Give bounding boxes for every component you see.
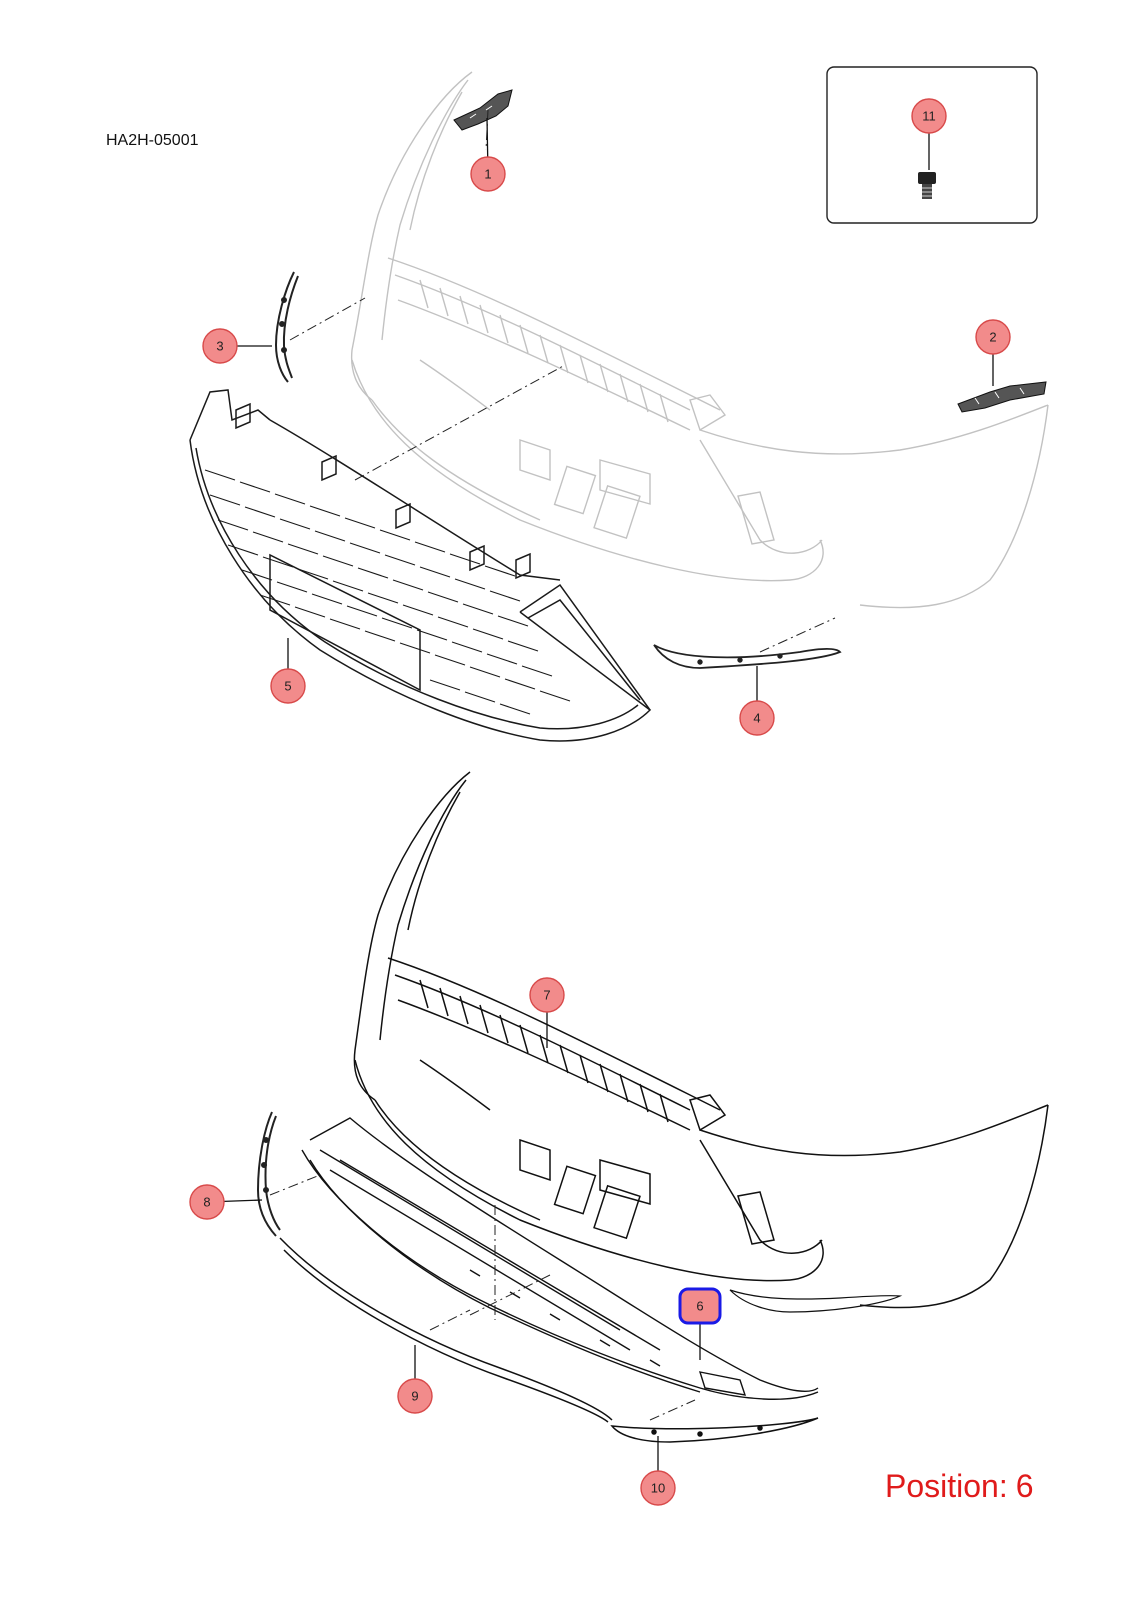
callout-leaders [206, 116, 994, 1488]
callout-number: 1 [484, 167, 491, 182]
diagram-code: HA2H-05001 [106, 132, 199, 149]
callout-circle [189, 1184, 225, 1220]
callout-9[interactable]: 9 [397, 1378, 433, 1414]
position-value: 6 [1015, 1468, 1034, 1504]
callout-number: 3 [216, 339, 223, 354]
callout-number: 11 [922, 109, 936, 124]
callout-circle [911, 98, 947, 134]
fastener-inset-box [826, 66, 1038, 224]
position-indicator: Position: 6 [885, 1468, 1034, 1505]
callouts: 1 2 3 4 5 6 7 8 9 10 11 [189, 98, 1011, 1506]
callout-4[interactable]: 4 [739, 700, 775, 736]
callout-5[interactable]: 5 [270, 668, 306, 704]
callout-number: 2 [989, 330, 996, 345]
part-2-side-bracket [957, 381, 1047, 413]
callout-number: 5 [284, 679, 291, 694]
callout-circle [397, 1378, 433, 1414]
callout-circle [470, 156, 506, 192]
callout-6[interactable]: 6 [678, 1287, 722, 1325]
callout-number: 4 [753, 711, 760, 726]
callout-circle [739, 700, 775, 736]
callout-1[interactable]: 1 [470, 156, 506, 192]
callout-number: 10 [651, 1481, 665, 1496]
callout-number: 6 [696, 1299, 703, 1314]
bottom-assembly-leader-lines [269, 1174, 696, 1421]
part-6-lower-spoiler [301, 1117, 819, 1400]
part-9-long-trim-strip [279, 1237, 613, 1423]
part-4-lower-trim-strip [653, 644, 842, 669]
callout-number: 8 [203, 1195, 210, 1210]
part-5-front-grille [189, 389, 652, 742]
part-11-bolt-icon [918, 172, 936, 199]
callout-circle [202, 328, 238, 364]
callout-2[interactable]: 2 [975, 319, 1011, 355]
callout-10[interactable]: 10 [640, 1470, 676, 1506]
top-assembly-leader-lines [289, 109, 836, 653]
callout-11[interactable]: 11 [911, 98, 947, 134]
part-7-bumper-cover [353, 771, 1049, 1313]
callout-circle [270, 668, 306, 704]
part-10-right-trim-strip [610, 1417, 819, 1443]
position-label-text: Position: [885, 1468, 1008, 1504]
callout-circle [640, 1470, 676, 1506]
callout-number: 7 [543, 988, 550, 1003]
callout-3[interactable]: 3 [202, 328, 238, 364]
part-1-upper-bracket [453, 89, 513, 131]
top-bumper-cover-faded [350, 71, 1049, 609]
callout-number: 9 [411, 1389, 418, 1404]
part-8-left-lower-strip [256, 1111, 281, 1237]
selected-callout-highlight [678, 1287, 722, 1325]
callout-circle [529, 977, 565, 1013]
callout-8[interactable]: 8 [189, 1184, 225, 1220]
callout-7[interactable]: 7 [529, 977, 565, 1013]
part-3-left-trim-strip [274, 271, 299, 383]
callout-circle [975, 319, 1011, 355]
